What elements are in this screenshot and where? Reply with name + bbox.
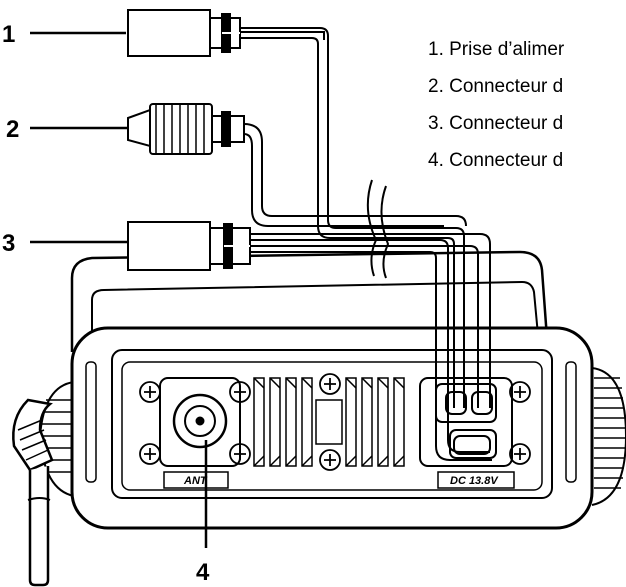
cable-3	[250, 233, 491, 408]
power-connector-housing	[419, 377, 513, 467]
side-slot-left	[85, 361, 97, 483]
radio-rear-view	[12, 250, 626, 587]
antenna-connector	[172, 393, 228, 449]
cable-break-mark	[366, 179, 378, 277]
plug-2	[127, 103, 245, 155]
plug-3	[127, 221, 251, 271]
heat-sink-fins	[253, 377, 405, 467]
antenna-label: ANT	[183, 475, 208, 487]
rear-panel-inner	[121, 361, 543, 491]
antenna-cable	[28, 466, 50, 587]
ant-label-plate	[163, 471, 229, 489]
side-knob	[591, 367, 626, 506]
legend-item-3: 3. Connecteur d	[428, 113, 563, 134]
cables	[240, 27, 493, 461]
mounting-bracket	[70, 250, 550, 353]
screws	[139, 373, 531, 471]
rear-panel	[111, 349, 553, 499]
callout-number-1: 1	[2, 21, 15, 48]
legend-item-2: 2. Connecteur d	[428, 76, 563, 97]
side-slot-right	[565, 361, 577, 483]
power-label: DC 13.8V	[450, 475, 499, 487]
callout-number-3: 3	[2, 230, 15, 257]
plug-1	[127, 9, 241, 57]
dc-label-plate	[437, 471, 515, 489]
legend-item-4: 4. Connecteur d	[428, 150, 563, 171]
bracket-inner-line	[91, 280, 539, 336]
legend-item-1: 1. Prise d’alimer	[428, 39, 565, 60]
callout-lines	[30, 31, 208, 548]
antenna-connector-plate	[159, 377, 241, 467]
cable-2	[243, 123, 467, 227]
callout-number-2: 2	[6, 116, 19, 143]
callout-number-4: 4	[196, 559, 210, 586]
